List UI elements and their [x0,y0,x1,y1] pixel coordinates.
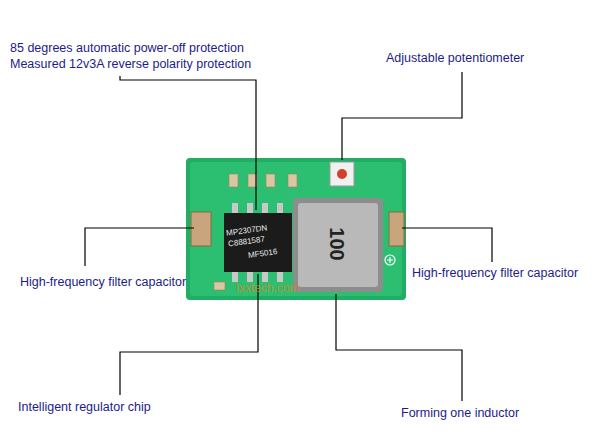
potentiometer [330,162,354,186]
watermark: lxxtech.com [236,281,299,296]
regulator-chip [224,213,292,272]
inductor-marking: 100 [326,227,348,260]
feature-note: 85 degrees automatic power-off protectio… [10,41,244,56]
filter-capacitor [389,212,404,246]
part-name: Intelligent regulator chip [18,400,151,415]
part-name: High-frequency filter capacitor [412,266,578,281]
pcb-surface [190,162,402,296]
leader-lines [85,72,492,401]
filter-capacitor [191,212,211,246]
feature-note: Measured 12v3A reverse polarity protecti… [10,57,251,72]
part-name: High-frequency filter capacitor [20,275,186,290]
pcb-board [186,158,406,300]
inductor [293,198,383,292]
part-name: Adjustable potentiometer [386,51,524,66]
part-name: Forming one inductor [401,406,519,421]
plus-mark [385,255,395,265]
